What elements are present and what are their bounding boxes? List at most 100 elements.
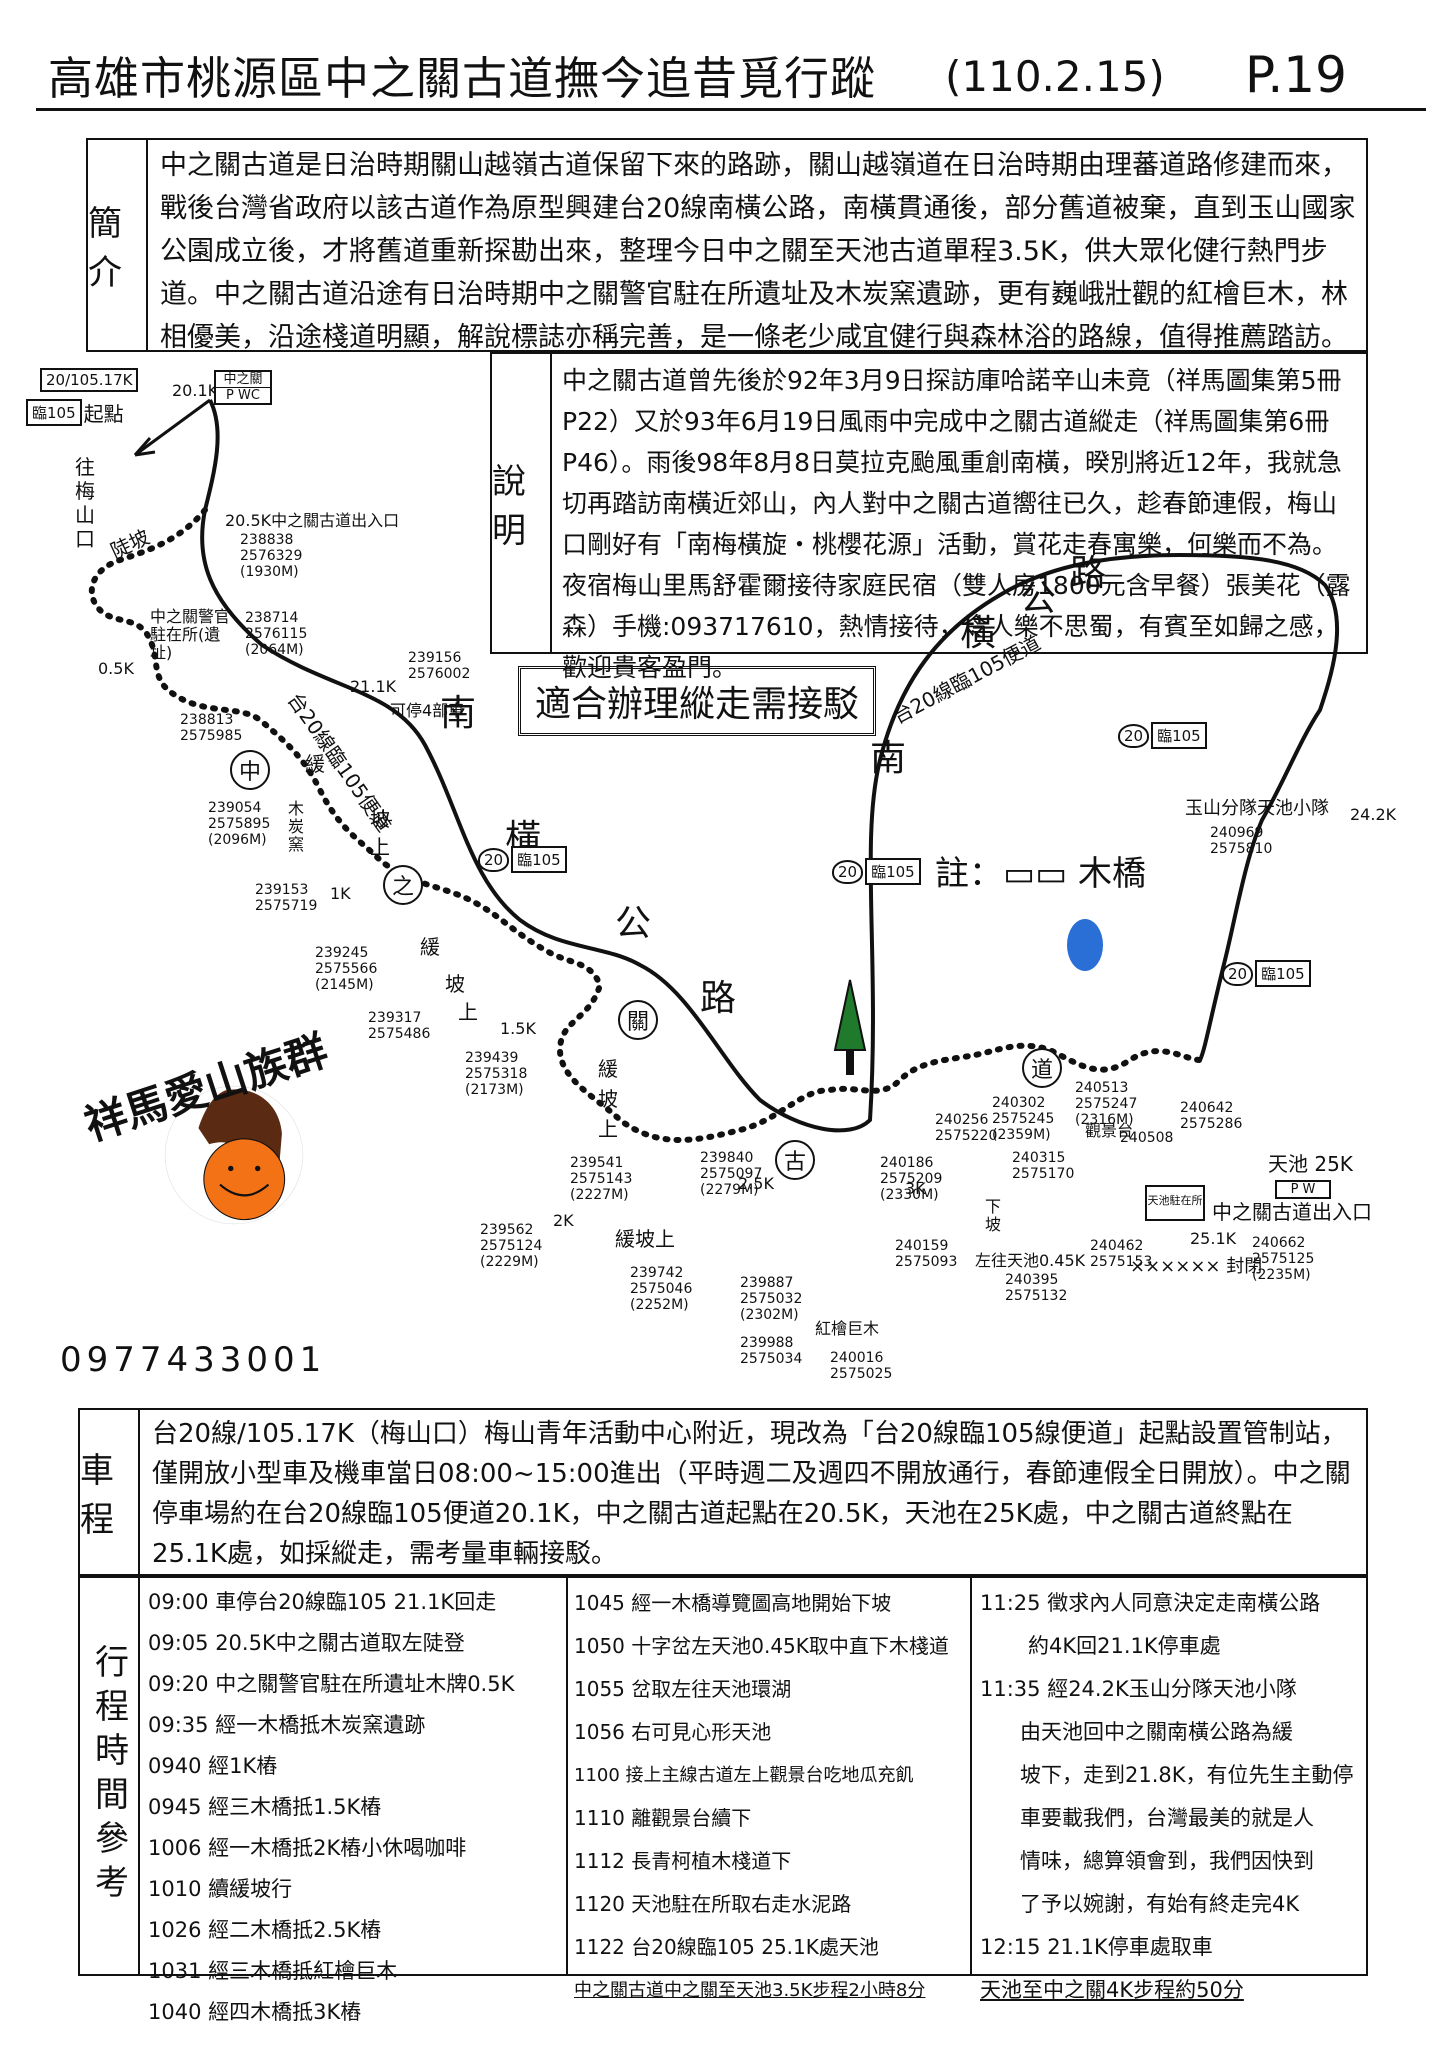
yushan-label: 玉山分隊天池小隊: [1185, 798, 1329, 819]
left-tianchi-label: 左往天池0.45K: [975, 1251, 1086, 1270]
itinerary-box: 行程時間參考 09:00 車停台20線臨105 21.1K回走 09:05 20…: [78, 1576, 1368, 2024]
coord-15: 239988 2575034: [740, 1335, 803, 1367]
itin-1-3: 09:20 中之關警官駐在所遺址木牌0.5K: [148, 1672, 515, 1696]
club-logo: 祥馬愛山族群: [68, 1026, 400, 1345]
trail-circle-2: 之: [383, 865, 423, 905]
parking-label: 可停4部車: [390, 701, 465, 720]
coord-22: 240513 2575247 (2316M): [1075, 1080, 1138, 1128]
itinerary-col-2: 1045 經一木橋導覽圖高地開始下坡 1050 十字岔左天池0.45K取中直下木…: [574, 1582, 966, 2012]
logo-emblem: [164, 1085, 304, 1225]
shield-start-box: 臨105 起點: [26, 398, 124, 427]
itin-1-9: 1026 經二木橋抵2.5K樁: [148, 1918, 382, 1942]
gentle-7: 緩: [598, 1057, 618, 1081]
itinerary-col-3: 11:25 徵求內人同意決定走南橫公路 約4K回21.1K停車處 11:35 經…: [980, 1582, 1362, 2012]
itinerary-separator-1: [566, 1578, 568, 1974]
itin-2-6: 1110 離觀景台續下: [574, 1806, 752, 1830]
intro-text: 中之關古道是日治時期關山越嶺古道保留下來的路跡，關山越嶺道在日治時期由理蕃道路修…: [160, 150, 1356, 353]
itin-1-1: 09:00 車停台20線臨105 21.1K回走: [148, 1590, 497, 1614]
coord-5: 239054 2575895 (2096M): [208, 800, 271, 848]
closed-label: ×××××× 封閉: [1130, 1256, 1263, 1277]
road-char-8: 路: [1070, 553, 1107, 594]
zhongzhiguan-facilities: P WC: [216, 387, 270, 403]
itin-1-2: 09:05 20.5K中之關古道取左陡登: [148, 1631, 465, 1655]
transport-text: 台20線/105.17K（梅山口）梅山青年活動中心附近，現改為「台20線臨105…: [152, 1419, 1351, 1569]
coord-7: 239245 2575566 (2145M): [315, 945, 378, 993]
itin-3-5: 坡下，走到21.8K，有位先生主動停: [1020, 1763, 1354, 1787]
route-map-svg: [88, 398, 1340, 1143]
itinerary-separator-2: [970, 1578, 972, 1974]
itin-3-3: 11:35 經24.2K玉山分隊天池小隊: [980, 1677, 1297, 1701]
shield-1-route: 臨105: [511, 846, 567, 873]
pavilion-box: 天池駐在所: [1145, 1185, 1205, 1221]
start-label: 起點: [83, 402, 124, 426]
itin-3-8: 了予以婉謝，有始有終走完4K: [1020, 1892, 1300, 1916]
coord-14: 239887 2575032 (2302M): [740, 1275, 803, 1323]
km-20-1: 20.1K: [172, 381, 219, 400]
exit-label: 中之關古道出入口: [1212, 1200, 1372, 1224]
itin-3-10: 天池至中之關4K步程約50分: [980, 1978, 1244, 2002]
gentle-up-label: 緩坡上: [615, 1227, 675, 1251]
map-note: 註：▭▭ 木橋: [935, 854, 1147, 894]
itin-3-2: 約4K回21.1K停車處: [1028, 1634, 1221, 1658]
shield-2: 20 臨105: [832, 858, 921, 885]
itin-2-1: 1045 經一木橋導覽圖高地開始下坡: [574, 1591, 892, 1615]
shield-3-num: 20: [1118, 723, 1150, 748]
coord-26: 240642 2575286: [1180, 1100, 1243, 1132]
itin-3-6: 車要載我們，台灣最美的就是人: [1020, 1806, 1314, 1830]
km-25-1: 25.1K: [1190, 1229, 1237, 1248]
shield-3: 20 臨105: [1118, 722, 1207, 749]
shield-1-num: 20: [478, 847, 510, 872]
km-0-5: 0.5K: [98, 659, 134, 678]
zhongzhiguan-name: 中之關: [223, 372, 263, 387]
coord-8: 239317 2575486: [368, 1010, 431, 1042]
coord-13: 239840 2575097 (2279M): [700, 1150, 763, 1198]
coord-1: 238838 2576329 (1930M): [240, 532, 303, 580]
heart-lake: [1067, 919, 1103, 971]
entry-label: 20.5K中之關古道出入口: [225, 511, 400, 530]
transport-label: 車程: [80, 1410, 140, 1574]
coord-10: 239541 2575143 (2227M): [570, 1155, 633, 1203]
itin-1-5: 0940 經1K樁: [148, 1754, 278, 1778]
km-1-5: 1.5K: [500, 1019, 536, 1038]
trail-path: [88, 507, 1203, 1143]
page-number: P.19: [1245, 46, 1347, 104]
shield-3-route: 臨105: [1151, 722, 1207, 749]
gentle-6: 上: [458, 1000, 478, 1024]
shuttle-banner: 適合辦理縱走需接駁: [518, 666, 877, 736]
charcoal-label: 木炭窯: [288, 799, 305, 854]
road-char-7: 公: [1020, 578, 1057, 619]
coord-6: 239153 2575719: [255, 882, 318, 914]
itin-2-3: 1055 岔取左往天池環湖: [574, 1677, 792, 1701]
description-label: 說明: [492, 354, 552, 652]
description-label-text: 說明: [492, 462, 526, 551]
description-box: 說明 中之關古道曾先後於92年3月9日探訪庫哈諾辛山未竟（祥馬圖集第5冊P22）…: [490, 352, 1368, 682]
club-phone: 0977433001: [60, 1340, 327, 1380]
zhongzhiguan-stop: 中之關 P WC: [214, 370, 272, 405]
shield-start-km: 20/105.17K: [40, 368, 139, 392]
coord-27: 240662 2575125 (2235M): [1252, 1235, 1315, 1283]
red-cypress-trunk: [846, 1050, 854, 1075]
itin-2-4: 1056 右可見心形天池: [574, 1720, 772, 1744]
shield-start-route: 臨105: [26, 399, 82, 426]
tianchi-pw: P W: [1275, 1180, 1331, 1199]
itin-2-7: 1112 長青柯植木棧道下: [574, 1849, 792, 1873]
km-2-5: 2.5K: [738, 1174, 774, 1193]
road-char-5: 南: [870, 738, 907, 779]
itin-1-6: 0945 經三木橋抵1.5K樁: [148, 1795, 382, 1819]
road-char-6: 橫: [960, 613, 997, 654]
south-cross-highway: [200, 399, 1340, 1133]
red-cypress-tree-icon: [833, 979, 867, 1051]
itin-1-7: 1006 經一木橋抵2K樁小休喝咖啡: [148, 1836, 467, 1860]
lake-label: 天池: [1072, 1200, 1097, 1214]
intro-label: 簡介: [88, 140, 148, 350]
shield-1: 20 臨105: [478, 846, 567, 873]
itin-2-5: 1100 接上主線古道左上觀景台吃地瓜充飢: [574, 1765, 914, 1786]
logo-pumpkin-face: [203, 1138, 286, 1221]
gentle-1: 緩: [305, 752, 325, 776]
km-1: 1K: [330, 884, 351, 903]
coord-17: 240186 2575209 (2330M): [880, 1155, 943, 1203]
coord-25: 240508: [1120, 1130, 1174, 1146]
shield-4-route: 臨105: [1255, 960, 1311, 987]
coord-3: 238813 2575985: [180, 712, 243, 744]
